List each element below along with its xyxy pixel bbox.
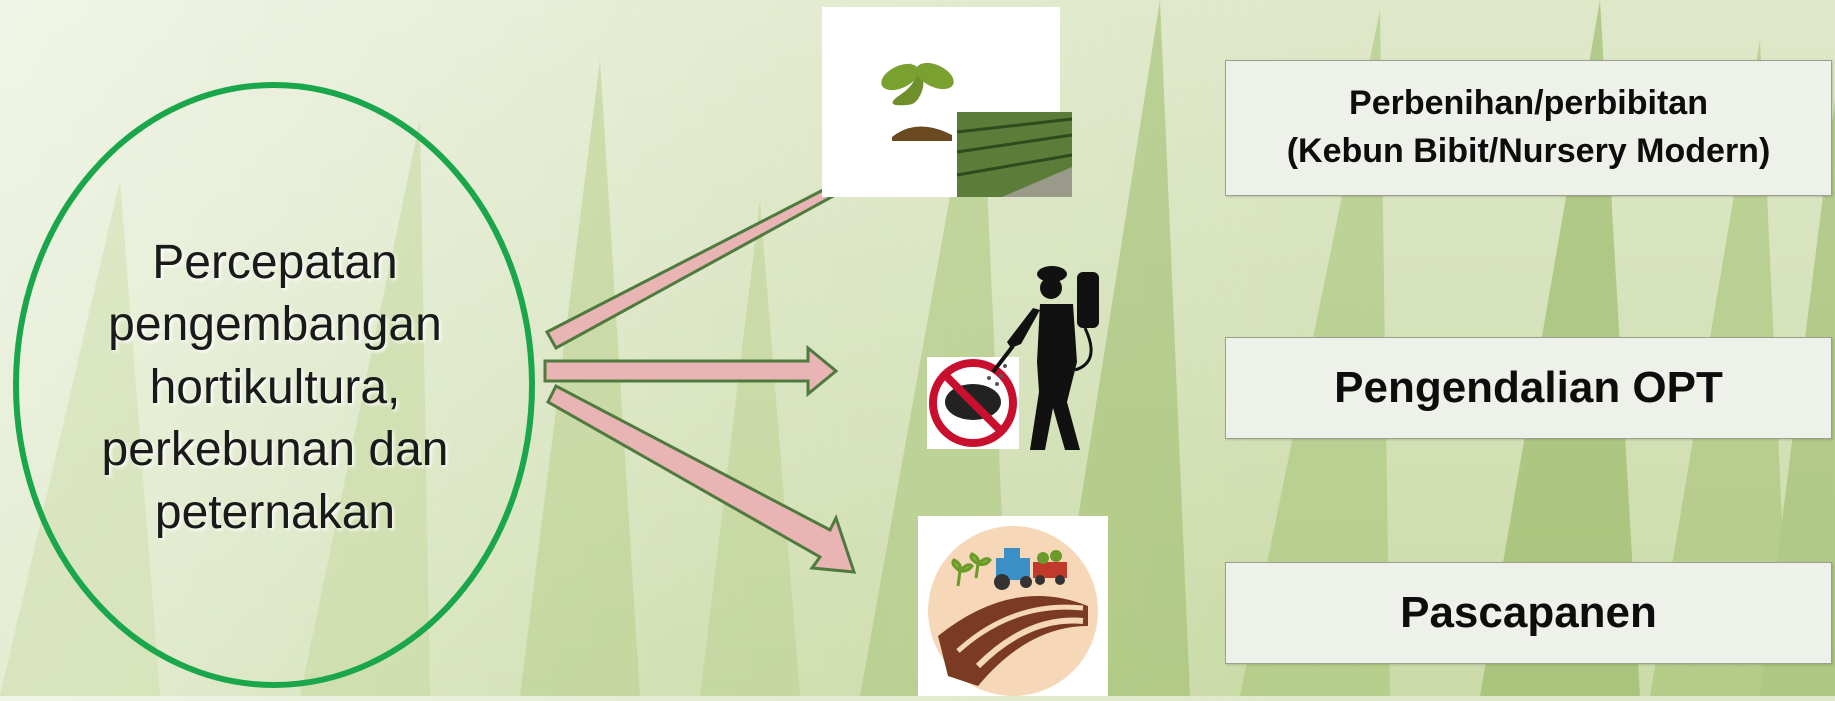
arrow-middle bbox=[543, 344, 839, 398]
center-line: peternakan bbox=[154, 485, 396, 539]
label-box-seedling: Perbenihan/perbibitan (Kebun Bibit/Nurse… bbox=[1225, 60, 1832, 196]
center-line: Percepatan bbox=[152, 236, 398, 289]
seedling-label-line1: Perbenihan/perbibitan bbox=[1349, 84, 1708, 123]
seedling-label-line2: (Kebun Bibit/Nursery Modern) bbox=[1286, 132, 1771, 170]
center-line: perkebunan dan bbox=[101, 423, 449, 477]
postharvest-label: Pascapanen bbox=[1400, 588, 1657, 637]
center-line: pengembangan bbox=[108, 298, 442, 352]
center-line: hortikultura, bbox=[149, 360, 401, 414]
arrow-down bbox=[546, 383, 857, 574]
pest-sprayer-icon bbox=[925, 252, 1105, 452]
label-box-pest: Pengendalian OPT bbox=[1225, 337, 1832, 439]
pest-label: Pengendalian OPT bbox=[1334, 363, 1723, 412]
seedling-nursery-icon bbox=[822, 7, 1073, 197]
label-box-postharvest: Pascapanen bbox=[1225, 562, 1832, 664]
farm-tractor-icon bbox=[918, 516, 1108, 696]
center-concept-text: Percepatan pengembangan hortikultura, pe… bbox=[40, 232, 510, 544]
